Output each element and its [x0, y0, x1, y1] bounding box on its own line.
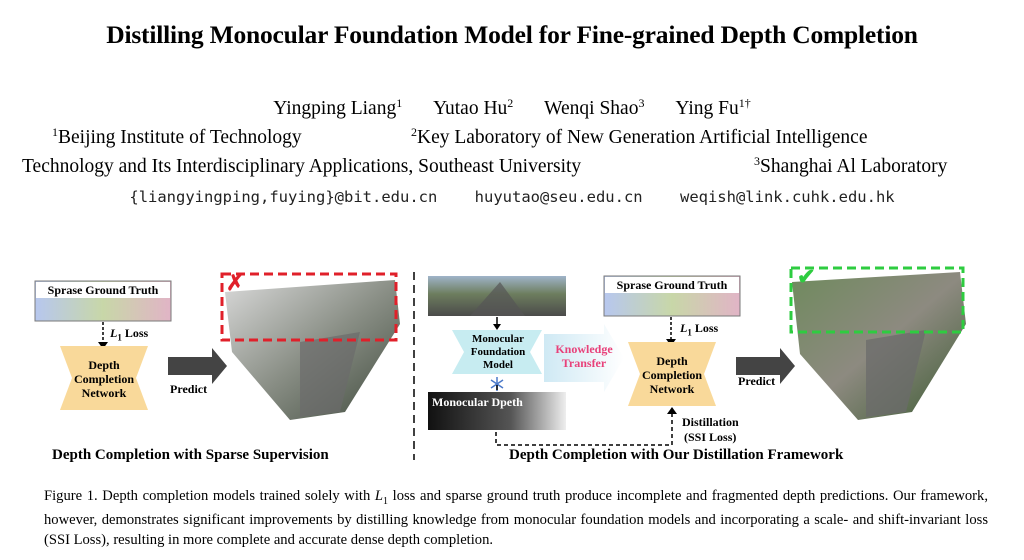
author-name: Ying Fu1† [675, 96, 751, 119]
sparse-gt-label-left: Sprase Ground Truth [47, 283, 159, 297]
author-name: Yingping Liang1 [273, 96, 403, 119]
figure-1: Sprase Ground Truth L1 Loss Depth Comple… [0, 262, 1024, 472]
error-x-icon: ✗ [226, 270, 245, 295]
affiliation-3: 3Shanghai Al Laboratory [754, 154, 948, 177]
knowledge-transfer-label: Knowledge Transfer [555, 342, 613, 370]
distillation-label: Distillation [682, 415, 739, 429]
affiliation-2: 2Key Laboratory of New Generation Artifi… [411, 125, 868, 148]
success-box [789, 266, 965, 334]
mono-depth-label: Monocular Dpeth [432, 395, 523, 409]
rgb-road [470, 282, 525, 316]
author-name: Wenqi Shao3 [544, 96, 645, 119]
foundation-block [452, 330, 542, 374]
rgb-arrowhead [493, 324, 501, 330]
l1-loss-label-left: L1 Loss [110, 326, 149, 343]
network-block-left [60, 346, 148, 410]
ssi-loss-label: (SSI Loss) [684, 430, 737, 444]
road-right [866, 330, 926, 417]
network-label-left: Depth Completion Network [74, 358, 134, 400]
affiliation-1: 1Beijing Institute of Technology [52, 125, 302, 148]
paper-title: Distilling Monocular Foundation Model fo… [106, 20, 918, 49]
email: weqish@link.cuhk.edu.hk [679, 188, 895, 206]
sparse-gt-label-bg-right [605, 277, 739, 293]
section-title-left: Depth Completion with Sparse Supervision [52, 447, 329, 463]
predict-label-right: Predict [738, 374, 776, 388]
predict-arrow-left [168, 348, 227, 384]
sparse-gt-label-bg [36, 282, 170, 298]
author-name: Yutao Hu2 [433, 96, 514, 119]
loss-arrowhead-left [98, 342, 108, 349]
distillation-loop [495, 412, 673, 446]
section-title-right: Depth Completion with Our Distillation F… [509, 447, 844, 463]
network-label-right: Depth Completion Network [642, 354, 702, 396]
author-list: Yingping Liang1 Yutao Hu2 Wenqi Shao3 Yi… [0, 96, 1024, 120]
affiliation-2-continued: Technology and Its Interdisciplinary App… [22, 156, 582, 177]
distillation-arrowhead [667, 407, 677, 414]
figure-diagram [34, 266, 966, 460]
network-block-right [628, 342, 716, 406]
success-check-icon: ✔ [797, 264, 816, 289]
email: {liangyingping,fuying}@bit.edu.cn [129, 188, 438, 206]
road-left [300, 332, 360, 417]
mono-depth-image [428, 392, 566, 430]
email: huyutao@seu.edu.cn [474, 188, 643, 206]
predict-arrow-right [736, 348, 795, 384]
error-box [220, 272, 398, 342]
l1-loss-label-right: L1 Loss [680, 321, 719, 338]
email-list: {liangyingping,fuying}@bit.edu.cn huyuta… [0, 188, 1024, 206]
predict-label-left: Predict [170, 382, 208, 396]
figure-caption: Figure 1. Depth completion models traine… [44, 488, 988, 548]
foundation-label: Monocular Foundation Model [470, 333, 526, 371]
knowledge-transfer-arrow [544, 324, 624, 392]
sparse-gt-label-right: Sprase Ground Truth [616, 278, 728, 292]
